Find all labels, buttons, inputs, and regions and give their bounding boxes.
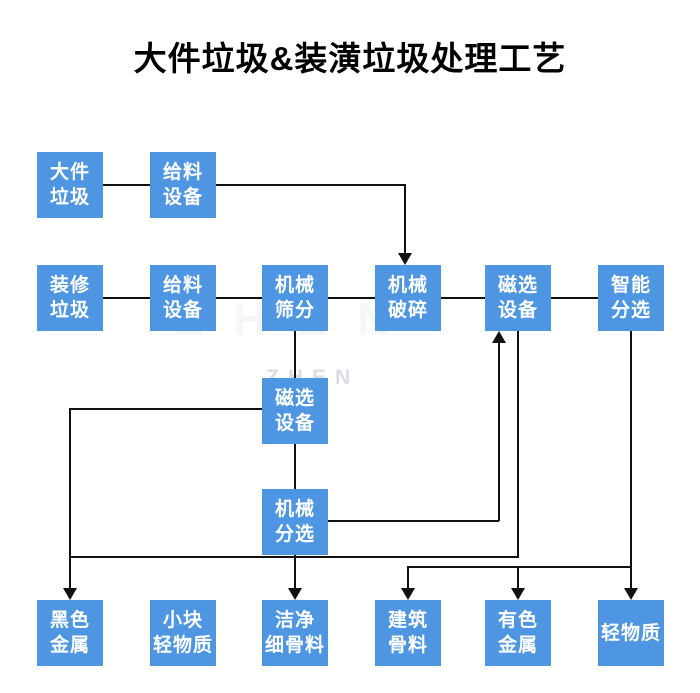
flow-node-label: 装修 bbox=[49, 275, 90, 296]
flow-node-label: 设备 bbox=[274, 413, 315, 434]
flow-node-construction-aggregate: 建筑骨料 bbox=[375, 600, 441, 666]
flow-node-bulky-waste: 大件垃圾 bbox=[37, 152, 103, 218]
flow-node-label: 轻物质 bbox=[152, 635, 213, 656]
flow-node-feeding-equipment-1: 给料设备 bbox=[150, 152, 216, 218]
flow-node-label: 设备 bbox=[162, 187, 203, 208]
flow-node-magnetic-separation-2: 磁选设备 bbox=[262, 378, 328, 444]
connector-line bbox=[404, 184, 406, 253]
connector-line bbox=[294, 555, 296, 588]
flow-node-label: 磁选 bbox=[497, 275, 538, 296]
flow-node-label: 垃圾 bbox=[49, 300, 90, 321]
arrowhead-down-mechanical-crushing bbox=[398, 253, 412, 265]
arrowhead-down-clean-fine-aggregate bbox=[288, 588, 302, 600]
flow-node-mechanical-sorting: 机械分选 bbox=[262, 489, 328, 555]
connector-line bbox=[630, 331, 632, 588]
flow-node-mechanical-screening: 机械筛分 bbox=[262, 265, 328, 331]
flow-node-label: 设备 bbox=[497, 300, 538, 321]
flow-node-label: 金属 bbox=[497, 635, 538, 656]
arrowhead-down-light-material bbox=[624, 588, 638, 600]
arrowhead-down-construction-aggregate bbox=[401, 588, 415, 600]
flow-node-light-material: 轻物质 bbox=[598, 600, 664, 666]
flow-node-renovation-waste: 装修垃圾 bbox=[37, 265, 103, 331]
connector-line bbox=[69, 408, 71, 588]
flow-node-label: 给料 bbox=[162, 275, 203, 296]
connector-line bbox=[103, 184, 150, 186]
connector-line bbox=[407, 567, 409, 588]
arrowhead-down-nonferrous-metal bbox=[511, 588, 525, 600]
flow-node-label: 有色 bbox=[497, 610, 538, 631]
flow-node-label: 筛分 bbox=[274, 300, 315, 321]
connector-line bbox=[498, 343, 500, 521]
flow-node-label: 分选 bbox=[610, 300, 651, 321]
connector-line bbox=[328, 297, 375, 299]
connector-line bbox=[407, 566, 631, 568]
flow-node-label: 细骨料 bbox=[264, 635, 325, 656]
connector-line bbox=[517, 331, 519, 557]
flow-node-label: 骨料 bbox=[387, 635, 428, 656]
flow-node-nonferrous-metal: 有色金属 bbox=[485, 600, 551, 666]
arrowhead-down-ferrous-metal bbox=[63, 588, 77, 600]
flow-node-label: 黑色 bbox=[49, 610, 90, 631]
flow-node-magnetic-separation-1: 磁选设备 bbox=[485, 265, 551, 331]
flow-node-label: 给料 bbox=[162, 162, 203, 183]
connector-line bbox=[216, 184, 406, 186]
flow-node-label: 垃圾 bbox=[49, 187, 90, 208]
flow-node-label: 大件 bbox=[49, 162, 90, 183]
connector-line bbox=[328, 520, 499, 522]
flow-node-label: 设备 bbox=[162, 300, 203, 321]
flow-node-mechanical-crushing: 机械破碎 bbox=[375, 265, 441, 331]
flow-node-label: 轻物质 bbox=[600, 622, 661, 644]
flow-node-label: 磁选 bbox=[274, 388, 315, 409]
flow-node-small-light-material: 小块轻物质 bbox=[150, 600, 216, 666]
arrowhead-up-magnetic-separation-1 bbox=[492, 331, 506, 343]
connector-line bbox=[103, 297, 150, 299]
connector-line bbox=[216, 297, 262, 299]
flow-node-label: 分选 bbox=[274, 524, 315, 545]
flow-node-label: 洁净 bbox=[274, 610, 315, 631]
flow-node-label: 建筑 bbox=[387, 610, 428, 631]
connector-line bbox=[441, 297, 485, 299]
connector-line bbox=[69, 408, 262, 410]
flow-node-label: 金属 bbox=[49, 635, 90, 656]
flow-node-label: 机械 bbox=[274, 275, 315, 296]
flow-node-ferrous-metal: 黑色金属 bbox=[37, 600, 103, 666]
connector-line bbox=[294, 444, 296, 489]
connector-line bbox=[517, 567, 519, 588]
flow-node-clean-fine-aggregate: 洁净细骨料 bbox=[262, 600, 328, 666]
flow-node-label: 智能 bbox=[610, 275, 651, 296]
flow-node-label: 机械 bbox=[274, 499, 315, 520]
flow-node-intelligent-sorting: 智能分选 bbox=[598, 265, 664, 331]
flow-node-label: 机械 bbox=[387, 275, 428, 296]
page-title: 大件垃圾&装潢垃圾处理工艺 bbox=[133, 40, 567, 77]
flow-node-label: 小块 bbox=[162, 610, 203, 631]
flow-node-label: 破碎 bbox=[387, 300, 428, 321]
connector-line bbox=[294, 331, 296, 378]
connector-line bbox=[551, 297, 598, 299]
flow-node-feeding-equipment-2: 给料设备 bbox=[150, 265, 216, 331]
